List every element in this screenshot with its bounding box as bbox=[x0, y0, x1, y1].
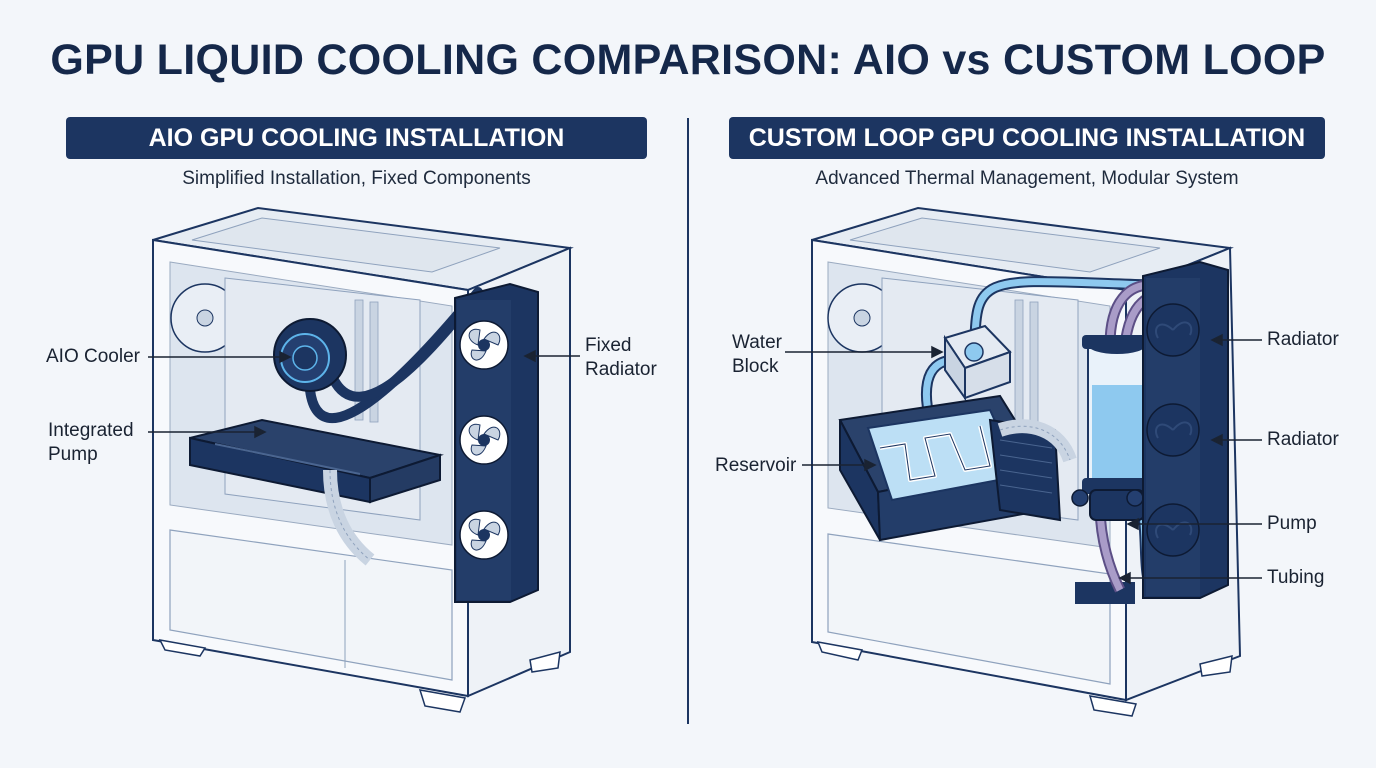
label-water-block: Water Block bbox=[732, 332, 782, 377]
reservoir-cylinder bbox=[1082, 335, 1152, 494]
custom-loop-panel-header: CUSTOM LOOP GPU COOLING INSTALLATION bbox=[729, 117, 1325, 159]
label-fixed-radiator: Fixed Radiator bbox=[585, 335, 657, 380]
custom-loop-panel-subtitle: Advanced Thermal Management, Modular Sys… bbox=[815, 168, 1239, 189]
label-pump: Pump bbox=[1267, 513, 1317, 534]
aio-pump-head bbox=[273, 318, 347, 392]
label-reservoir: Reservoir bbox=[715, 455, 797, 476]
label-aio-cooler: AIO Cooler bbox=[46, 346, 140, 367]
panel-divider bbox=[687, 118, 689, 724]
label-radiator-bottom: Radiator bbox=[1267, 429, 1339, 450]
gpu-water-block bbox=[838, 394, 1062, 542]
page-title: GPU LIQUID COOLING COMPARISON: AIO vs CU… bbox=[50, 36, 1326, 84]
cpu-water-block bbox=[943, 324, 1012, 402]
aio-fixed-radiator bbox=[454, 282, 539, 603]
label-radiator-top: Radiator bbox=[1267, 329, 1339, 350]
pump-unit bbox=[1071, 489, 1145, 521]
label-integrated-pump: Integrated Pump bbox=[48, 420, 134, 465]
label-tubing: Tubing bbox=[1267, 567, 1325, 588]
aio-panel-header: AIO GPU COOLING INSTALLATION bbox=[66, 117, 647, 159]
custom-radiator bbox=[1142, 260, 1229, 599]
aio-panel-subtitle: Simplified Installation, Fixed Component… bbox=[182, 168, 531, 189]
